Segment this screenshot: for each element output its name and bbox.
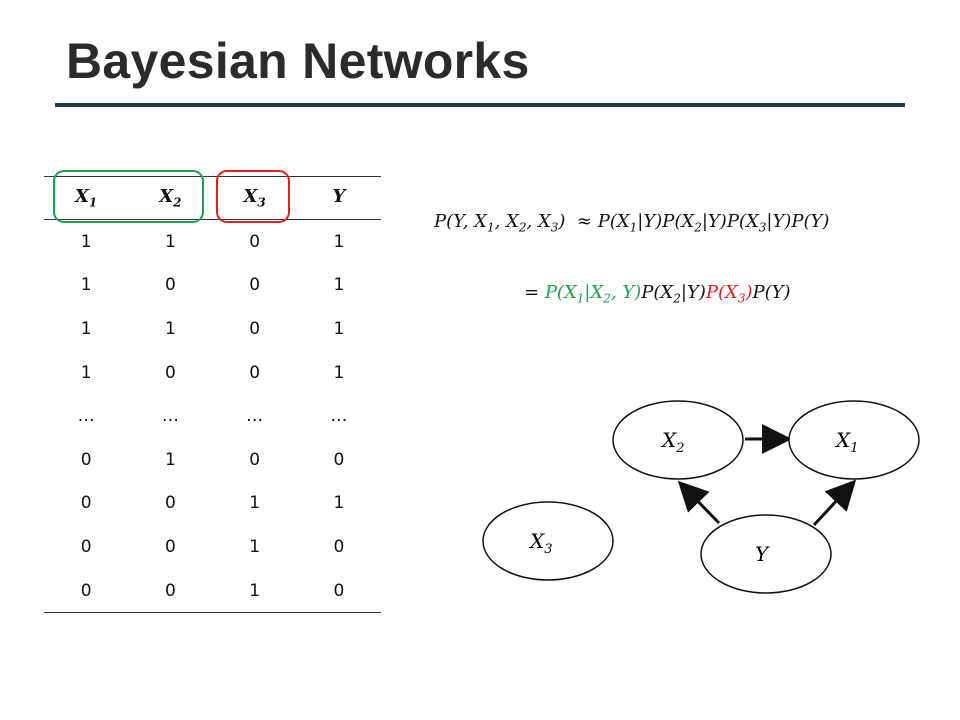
table-cell: 0 — [128, 568, 213, 614]
edge-y-to-x2 — [677, 480, 721, 525]
table-cell: 0 — [80, 536, 92, 557]
table-cell: 1 — [164, 231, 176, 252]
table-cell: 1 — [249, 536, 261, 557]
table-cell: 1 — [333, 231, 345, 252]
title-divider — [55, 103, 905, 107]
table-cell: 0 — [249, 362, 261, 383]
equation-red-term: P(X3) — [705, 282, 753, 306]
table-cell: 1 — [80, 362, 92, 383]
red-highlight-box — [216, 170, 290, 223]
svg-text:X1: X1 — [834, 428, 859, 456]
table-row: 0 0 1 1 — [44, 482, 381, 526]
table-row: 1 1 0 1 — [44, 307, 381, 351]
svg-text:X3: X3 — [528, 529, 553, 557]
table-cell: 0 — [333, 536, 345, 557]
table-cell: 0 — [249, 231, 261, 252]
table-cell: 1 — [80, 318, 92, 339]
table-cell: 1 — [212, 568, 297, 614]
svg-text:Y: Y — [755, 542, 770, 566]
table-cell: 0 — [249, 449, 261, 470]
table-cell: 1 — [333, 275, 345, 296]
table-cell: 1 — [333, 493, 345, 514]
table-cell: 0 — [164, 275, 176, 296]
table-cell: 1 — [333, 318, 345, 339]
table-row: 0 1 0 0 — [44, 438, 381, 482]
table-cell: … — [246, 406, 264, 427]
table-cell: 0 — [249, 275, 261, 296]
table-row: 1 1 0 1 — [44, 220, 381, 264]
header-y: Y — [296, 176, 381, 220]
node-x3: X3 — [482, 501, 614, 581]
table-row: 1 0 0 1 — [44, 351, 381, 395]
node-x2: X2 — [612, 400, 744, 480]
table-cell: 0 — [164, 493, 176, 514]
table-cell: 0 — [296, 568, 381, 614]
table-cell: … — [77, 406, 95, 427]
table-cell: 0 — [164, 536, 176, 557]
table-cell: 0 — [80, 449, 92, 470]
table-cell: 0 — [249, 318, 261, 339]
table-cell: 0 — [44, 568, 129, 614]
table-cell: 0 — [80, 493, 92, 514]
table-cell: … — [330, 406, 348, 427]
table-cell: 1 — [333, 362, 345, 383]
svg-text:X2: X2 — [660, 428, 685, 456]
edge-y-to-x1 — [812, 479, 857, 527]
table-cell: 1 — [164, 318, 176, 339]
equation-line-2: = P(X1|X2, Y)P(X2|Y)P(X3)P(Y) — [524, 282, 791, 306]
table-cell: 1 — [164, 449, 176, 470]
equation-line-1: P(Y, X1, X2, X3) ≈ P(X1|Y)P(X2|Y)P(X3|Y)… — [434, 211, 830, 235]
table-cell: 1 — [249, 493, 261, 514]
table-row: 1 0 0 1 — [44, 264, 381, 308]
table-cell: 1 — [80, 231, 92, 252]
table-row: 0 0 1 0 — [44, 525, 381, 569]
node-y: Y — [700, 514, 832, 594]
node-x1: X1 — [788, 400, 920, 480]
table-cell: 0 — [333, 449, 345, 470]
green-highlight-box — [53, 170, 204, 223]
table-row: … … … … — [44, 394, 381, 438]
equation-green-term: P(X1|X2, Y) — [544, 282, 642, 306]
slide-title: Bayesian Networks — [66, 33, 530, 89]
table-cell: 0 — [164, 362, 176, 383]
table-cell: … — [161, 406, 179, 427]
table-cell: 1 — [80, 275, 92, 296]
